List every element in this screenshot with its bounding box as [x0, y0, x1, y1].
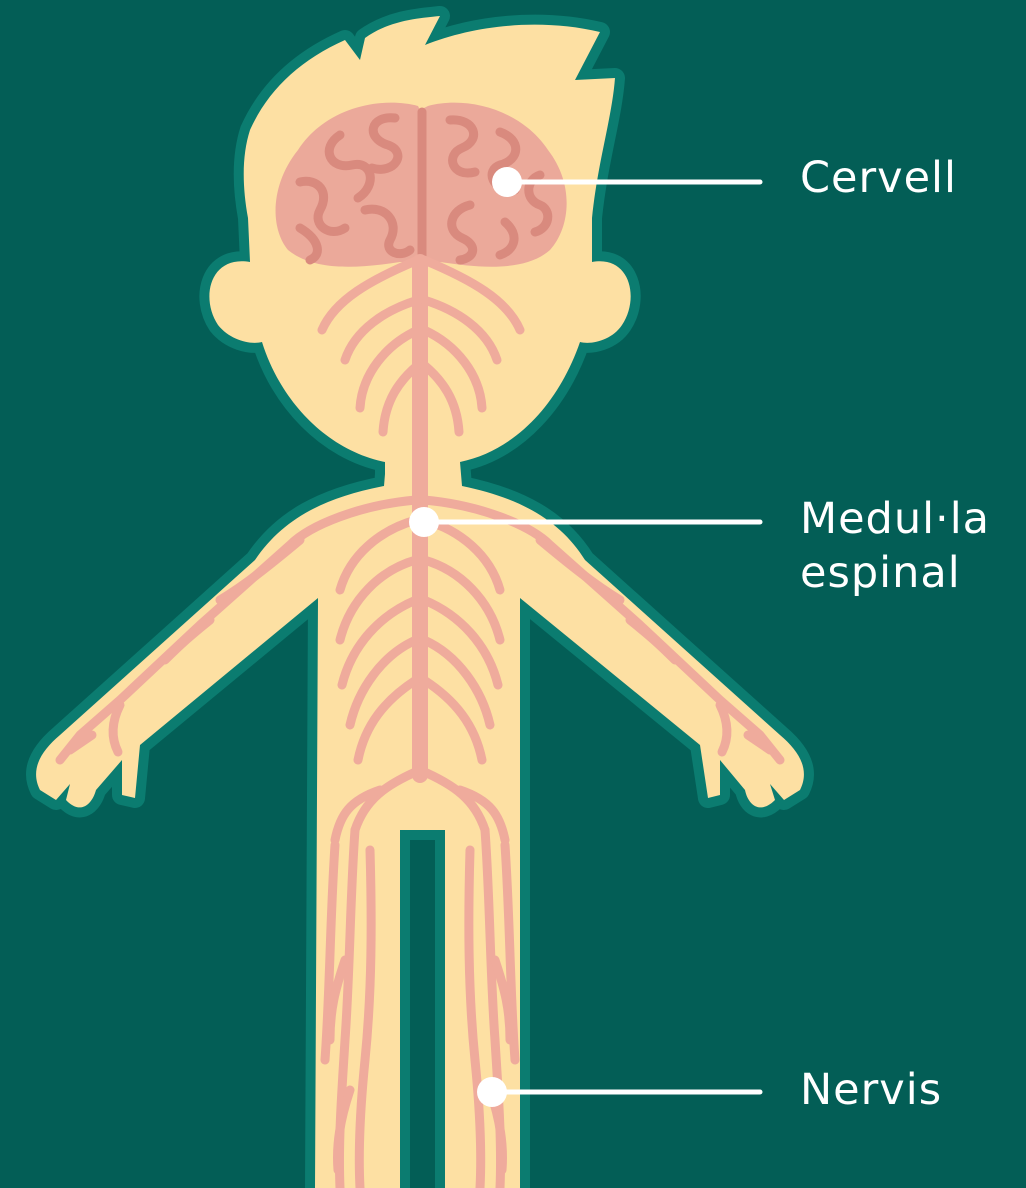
brain-pointer-dot: [492, 167, 522, 197]
spinal-cord-label-line1: Medul·la: [800, 492, 990, 546]
spinal-cord-label-line2: espinal: [800, 546, 990, 600]
brain-label-text: Cervell: [800, 153, 957, 203]
spinal-cord-label: Medul·la espinal: [800, 492, 990, 600]
nerves-label-text: Nervis: [800, 1065, 942, 1115]
nerves-label: Nervis: [800, 1063, 942, 1117]
brain-label: Cervell: [800, 151, 957, 205]
spinal-cord-pointer-dot: [409, 507, 439, 537]
nerves-pointer-dot: [477, 1077, 507, 1107]
brain: [276, 103, 567, 267]
